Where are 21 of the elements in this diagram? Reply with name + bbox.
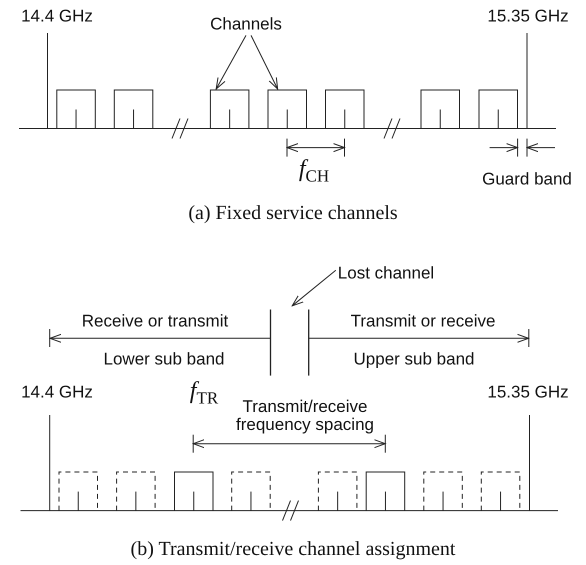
band-label: Receive or transmit bbox=[82, 312, 228, 331]
leader-line bbox=[216, 34, 246, 90]
callout-text: Channels bbox=[210, 16, 282, 34]
frequency-label: 14.4 GHz bbox=[21, 8, 93, 26]
figure-caption: (a) Fixed service channels bbox=[188, 202, 398, 224]
leader-line bbox=[250, 34, 278, 90]
channel-block bbox=[210, 90, 250, 129]
leader-line bbox=[292, 270, 336, 306]
annotation-text: Guard band bbox=[482, 170, 572, 190]
frequency-label: 14.4 GHz bbox=[21, 384, 93, 402]
band-label: Transmit or receive bbox=[350, 312, 496, 331]
callout-text: Lost channel bbox=[338, 264, 434, 284]
symbol-label: f$_{TR}$ bbox=[190, 378, 218, 408]
frequency-label: 15.35 GHz bbox=[487, 8, 569, 26]
frequency-label: 15.35 GHz bbox=[487, 384, 569, 402]
symbol-label: f$_{CH}$ bbox=[298, 156, 330, 186]
annotation-text: Transmit/receive frequency spacing bbox=[235, 398, 375, 434]
band-label: Upper sub band bbox=[354, 350, 474, 370]
figure-caption: (b) Transmit/receive channel assignment bbox=[130, 538, 456, 560]
channel-block bbox=[268, 90, 307, 129]
band-label: Lower sub band bbox=[104, 350, 224, 370]
